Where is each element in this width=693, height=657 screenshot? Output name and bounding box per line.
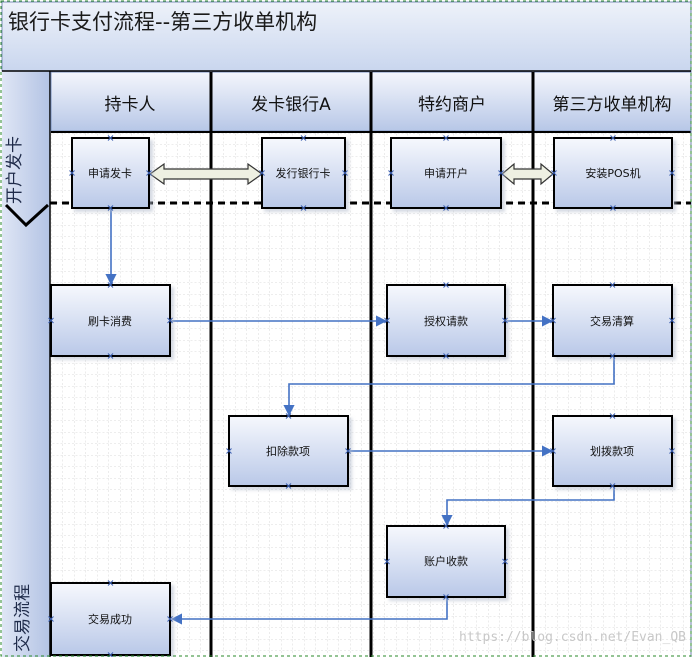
lane-title-acquirer: 第三方收单机构 [553,95,672,115]
connection-point-mark [384,558,390,565]
connection-point-mark [669,170,675,176]
connection-point-mark [610,135,616,141]
watermark: https://blog.csdn.net/Evan_QB [459,630,686,645]
connector-transfer-to-receive [441,486,615,527]
connection-point-mark [259,170,265,176]
title-band [1,1,692,72]
node-receive-label: 账户收款 [424,554,468,568]
connection-point-mark [669,448,675,454]
lane-title-merchant: 特约商户 [418,95,486,115]
connection-point-mark [551,170,557,176]
connection-point-mark [669,317,675,324]
connection-point-mark [443,282,449,288]
connection-point-mark [167,317,173,324]
connection-point-mark [107,353,114,359]
node-apply-account-label: 申请开户 [424,166,468,180]
connection-point-mark [610,205,616,211]
node-transfer-label: 划拨款项 [590,444,634,458]
phase-separator [4,203,50,228]
connection-point-mark [502,558,508,565]
connection-points [48,135,675,657]
node-deduct-label: 扣除款项 [266,444,310,458]
connection-point-mark [384,317,390,324]
connection-point-mark [609,483,616,489]
connection-point-mark [609,353,616,359]
lane-title-issuer: 发卡银行A [251,95,331,115]
connection-point-mark [107,580,114,586]
connection-point-mark [69,170,75,176]
connection-point-mark [388,170,394,176]
lane-title-cardholder: 持卡人 [105,95,156,115]
connection-point-mark [609,282,616,288]
node-transfer[interactable] [552,415,673,487]
flow-connectors [105,208,615,625]
connection-point-mark [167,616,173,622]
connection-point-mark [285,413,292,419]
lane-header-cardholder [50,71,211,132]
connection-point-mark [48,317,54,324]
node-apply-card[interactable] [71,137,150,209]
node-clearing-label: 交易清算 [590,314,634,328]
lane-header-merchant [371,71,533,132]
node-deduct[interactable] [228,415,349,487]
connection-point-mark [550,448,556,454]
connection-point-mark [345,448,351,454]
connection-point-mark [550,317,556,324]
phase-column [2,71,50,657]
connection-point-mark [498,170,504,176]
connector-receive-to-success [170,597,448,625]
connection-point-mark [300,135,307,141]
connection-point-mark [443,523,449,529]
connection-point-mark [107,205,114,211]
node-success-label: 交易成功 [88,612,132,626]
connection-point-mark [609,413,616,419]
connection-point-mark [48,616,54,622]
node-clearing[interactable] [552,284,673,357]
connection-point-mark [285,483,292,489]
connection-point-mark [107,282,114,288]
connection-point-mark [300,205,307,211]
node-issue-card-label: 发行银行卡 [276,166,331,180]
diagram-title: 银行卡支付流程--第三方收单机构 [8,10,317,34]
connection-point-mark [502,317,508,324]
connection-point-mark [443,353,449,359]
node-swipe-card-label: 刷卡消费 [88,314,132,328]
lane-header-acquirer [533,71,692,132]
node-install-pos-label: 安装POS机 [585,166,640,180]
node-authorize-label: 授权请款 [424,314,468,328]
phase-label-transaction: 交易流程 [13,584,33,652]
node-apply-card-label: 申请发卡 [88,166,132,180]
connection-point-mark [107,135,114,141]
connection-point-mark [443,135,449,141]
phase-label-open-card: 开户发卡 [5,136,25,204]
connection-point-mark [342,170,348,176]
connection-point-mark [146,170,152,176]
connection-point-mark [226,448,232,454]
connection-point-mark [443,205,449,211]
connector-clearing-to-deduct [283,356,615,417]
connection-point-mark [443,594,449,600]
